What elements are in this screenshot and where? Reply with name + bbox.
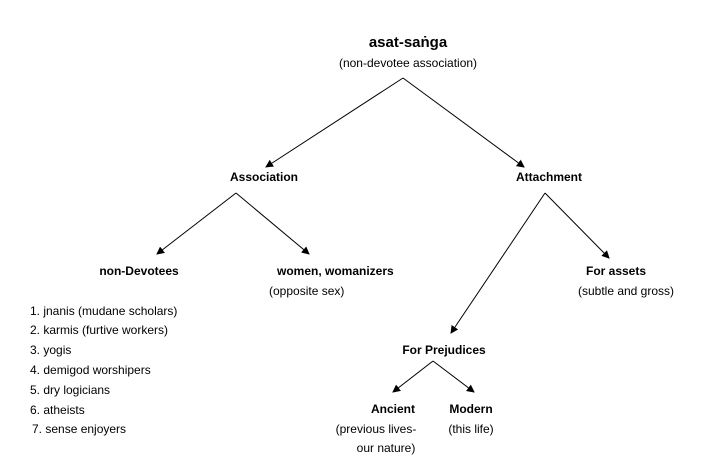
root-title: asat-saṅga <box>368 34 448 51</box>
attachment-node: Attachment <box>515 170 582 184</box>
list-item: 4. demigod worshipers <box>30 363 151 377</box>
ancient-note-line2: our nature) <box>356 441 416 455</box>
edge-prejudices-modern <box>432 360 475 393</box>
list-item: 1. jnanis (mudane scholars) <box>30 304 178 318</box>
edge-attachment-prejudices <box>450 192 546 334</box>
ancient-note-line1: (previous lives- <box>335 422 417 436</box>
list-item: 3. yogis <box>30 343 72 357</box>
edge-root-association <box>265 77 404 168</box>
edge-prejudices-ancient <box>392 360 434 393</box>
assets-note: (subtle and gross) <box>577 284 675 298</box>
list-item: 5. dry logicians <box>30 383 111 397</box>
list-item: 6. atheists <box>30 403 85 417</box>
edge-root-attachment <box>402 77 525 168</box>
women-node: women, womanizers <box>277 264 394 278</box>
modern-node: Modern <box>449 402 493 416</box>
root-subtitle: (non-devotee association) <box>338 56 478 70</box>
assets-node: For assets <box>585 264 647 278</box>
non-devotees-node: non-Devotees <box>99 264 179 278</box>
edge-attachment-assets <box>544 192 610 259</box>
list-item: 2. karmis (furtive workers) <box>30 323 169 337</box>
list-item: 7. sense enjoyers <box>32 422 127 436</box>
women-note: (opposite sex) <box>269 284 345 298</box>
edge-association-nondevotees <box>156 192 237 255</box>
association-node: Association <box>229 170 298 184</box>
ancient-node: Ancient <box>370 402 415 416</box>
edge-association-women <box>235 192 310 255</box>
prejudices-node: For Prejudices <box>402 343 486 357</box>
modern-note: (this life) <box>448 422 494 436</box>
